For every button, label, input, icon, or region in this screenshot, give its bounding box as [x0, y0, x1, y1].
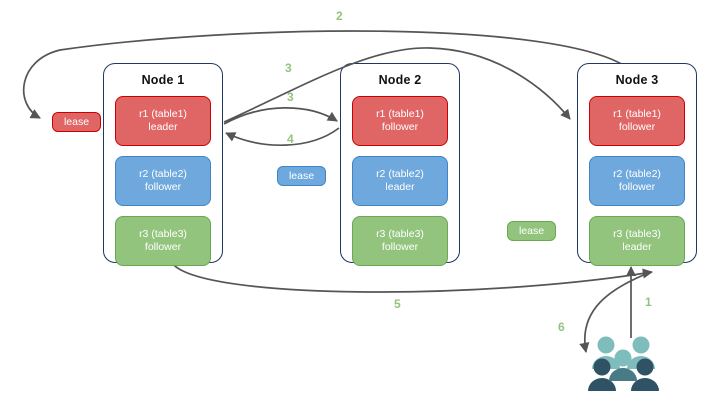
node-1-replica-r1-name: r1 (table1) [139, 108, 187, 120]
edge-step-5 [171, 262, 654, 293]
node-card-2[interactable]: Node 2 r1 (table1) follower r2 (table2) … [340, 63, 460, 266]
node-3-replica-r3-role: leader [622, 241, 652, 253]
node-3-replica-r3-name: r3 (table3) [613, 228, 661, 240]
node-3-replica-r1-name: r1 (table1) [613, 108, 661, 120]
node-2-replica-r2-name: r2 (table2) [376, 168, 424, 180]
node-2-replica-r1[interactable]: r1 (table1) follower [352, 96, 448, 146]
node-1-replica-r3-name: r3 (table3) [139, 228, 187, 240]
node-2-replica-r2-role: leader [385, 181, 415, 193]
edge-step-6-client-response [579, 271, 652, 354]
node-3-replica-r2-role: follower [618, 181, 656, 193]
edge-step-4-to-node-1 [225, 127, 340, 146]
edge-step-3-to-node-2 [223, 107, 338, 125]
node-3-replica-r2[interactable]: r2 (table2) follower [589, 156, 685, 206]
node-card-3[interactable]: Node 3 r1 (table1) follower r2 (table2) … [577, 63, 697, 266]
node-1-title: Node 1 [141, 73, 185, 87]
node-2-replica-r3[interactable]: r3 (table3) follower [352, 216, 448, 266]
node-2-replica-r3-name: r3 (table3) [376, 228, 424, 240]
node-1-replica-r2-role: follower [144, 181, 182, 193]
node-2-replica-r1-role: follower [381, 121, 419, 133]
step-label-3-upper: 3 [285, 61, 292, 75]
lease-chip-node-1[interactable]: lease [52, 112, 101, 132]
node-2-title: Node 2 [378, 73, 422, 87]
edge-step-3-to-node-3 [223, 47, 571, 123]
edge-step-2 [23, 30, 629, 119]
step-label-3-lower: 3 [287, 90, 294, 104]
node-1-replica-r2[interactable]: r2 (table2) follower [115, 156, 211, 206]
users-icon-front-row [588, 358, 659, 391]
step-label-2: 2 [336, 9, 343, 23]
step-label-5: 5 [394, 297, 401, 311]
node-2-replica-r2[interactable]: r2 (table2) leader [352, 156, 448, 206]
step-label-4: 4 [287, 132, 294, 146]
node-2-replica-r3-role: follower [381, 241, 419, 253]
node-1-replica-r3-role: follower [144, 241, 182, 253]
node-1-replica-r1[interactable]: r1 (table1) leader [115, 96, 211, 146]
node-card-1[interactable]: Node 1 r1 (table1) leader r2 (table2) fo… [103, 63, 223, 266]
node-3-replica-r1-role: follower [618, 121, 656, 133]
node-3-title: Node 3 [615, 73, 659, 87]
step-label-1: 1 [645, 295, 652, 309]
lease-chip-node-3[interactable]: lease [507, 221, 556, 241]
node-3-replica-r2-name: r2 (table2) [613, 168, 661, 180]
step-label-6: 6 [558, 320, 565, 334]
node-1-replica-r2-name: r2 (table2) [139, 168, 187, 180]
node-3-replica-r3[interactable]: r3 (table3) leader [589, 216, 685, 266]
node-1-replica-r3[interactable]: r3 (table3) follower [115, 216, 211, 266]
lease-chip-node-2[interactable]: lease [277, 166, 326, 186]
node-2-replica-r1-name: r1 (table1) [376, 108, 424, 120]
node-3-replica-r1[interactable]: r1 (table1) follower [589, 96, 685, 146]
node-1-replica-r1-role: leader [148, 121, 178, 133]
